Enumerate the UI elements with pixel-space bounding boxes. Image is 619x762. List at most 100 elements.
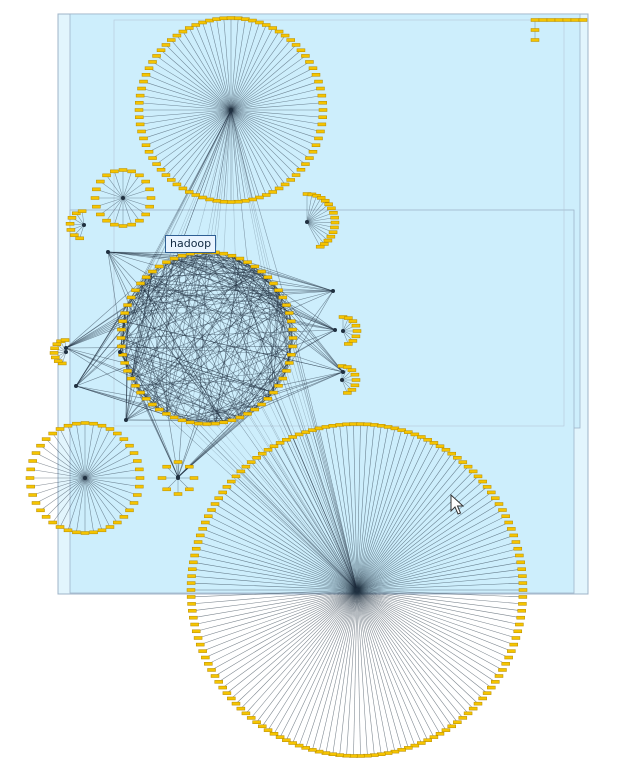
hub-node[interactable] [121,196,125,200]
node-icon[interactable] [308,150,318,154]
node-icon[interactable] [280,182,290,187]
node-icon[interactable] [186,588,196,592]
node-icon[interactable] [117,344,126,349]
node-icon[interactable] [250,264,260,269]
node-icon[interactable] [190,622,199,627]
hub-node[interactable] [74,384,78,388]
node-icon[interactable] [509,533,519,538]
node-icon[interactable] [468,706,478,711]
node-icon[interactable] [478,696,487,701]
node-icon[interactable] [429,441,439,445]
hub-node[interactable] [176,476,180,480]
node-icon[interactable] [516,615,525,620]
hub-node[interactable] [305,220,309,224]
node-icon[interactable] [207,508,216,512]
node-icon[interactable] [131,384,140,388]
node-icon[interactable] [75,236,84,241]
node-icon[interactable] [314,79,323,84]
node-icon[interactable] [233,16,243,21]
node-icon[interactable] [285,311,294,315]
node-icon[interactable] [350,383,360,388]
node-icon[interactable] [189,615,198,620]
node-icon[interactable] [72,421,81,426]
node-icon[interactable] [226,200,236,204]
node-icon[interactable] [214,496,223,500]
node-icon[interactable] [327,206,336,211]
node-icon[interactable] [129,451,139,455]
node-icon[interactable] [351,334,361,339]
node-icon[interactable] [188,609,197,613]
node-icon[interactable] [120,361,129,365]
node-icon[interactable] [578,18,588,22]
node-icon[interactable] [513,629,523,634]
node-icon[interactable] [268,190,278,194]
node-icon[interactable] [212,199,221,203]
node-icon[interactable] [423,738,432,742]
node-icon[interactable] [60,338,70,342]
node-icon[interactable] [518,588,528,592]
node-icon[interactable] [252,720,261,724]
node-icon[interactable] [326,234,336,239]
node-icon[interactable] [123,303,132,307]
node-icon[interactable] [127,169,136,174]
node-icon[interactable] [167,38,176,42]
node-icon[interactable] [316,196,326,200]
node-icon[interactable] [222,485,232,489]
node-icon[interactable] [312,193,321,198]
node-icon[interactable] [173,460,183,464]
node-icon[interactable] [243,412,252,416]
node-icon[interactable] [511,540,521,544]
node-icon[interactable] [148,60,157,64]
node-icon[interactable] [494,674,504,678]
node-icon[interactable] [202,422,212,426]
node-icon[interactable] [288,435,297,439]
node-icon[interactable] [320,198,330,203]
node-icon[interactable] [134,108,144,112]
node-icon[interactable] [133,493,142,497]
node-icon[interactable] [294,743,304,748]
node-icon[interactable] [162,487,171,492]
node-icon[interactable] [329,211,338,215]
node-icon[interactable] [330,220,340,225]
node-icon[interactable] [222,691,232,695]
node-icon[interactable] [118,319,127,323]
node-icon[interactable] [491,680,500,684]
node-icon[interactable] [156,167,166,172]
node-icon[interactable] [167,178,176,182]
node-icon[interactable] [278,295,288,300]
node-icon[interactable] [72,211,81,216]
node-icon[interactable] [287,319,296,323]
node-icon[interactable] [80,421,90,425]
node-icon[interactable] [184,190,194,194]
node-icon[interactable] [49,351,59,355]
node-icon[interactable] [498,508,507,512]
node-icon[interactable] [308,748,317,752]
hub-node[interactable] [124,418,128,422]
node-icon[interactable] [282,369,291,373]
node-icon[interactable] [404,430,413,434]
node-label-hadoop[interactable]: hadoop [165,235,217,253]
node-icon[interactable] [258,724,267,729]
node-icon[interactable] [189,476,199,480]
hub-node[interactable] [331,289,335,293]
node-icon[interactable] [129,501,139,505]
node-icon[interactable] [269,732,279,736]
node-icon[interactable] [226,16,236,20]
node-icon[interactable] [161,173,171,177]
node-icon[interactable] [504,520,513,525]
node-icon[interactable] [410,432,420,437]
node-icon[interactable] [258,451,267,456]
node-icon[interactable] [463,711,473,716]
node-icon[interactable] [417,435,426,439]
node-icon[interactable] [257,269,266,274]
node-icon[interactable] [275,441,285,445]
hub-node[interactable] [229,108,233,112]
node-icon[interactable] [344,342,353,346]
node-icon[interactable] [343,365,352,369]
node-icon[interactable] [507,527,516,531]
node-icon[interactable] [274,186,284,191]
node-icon[interactable] [144,150,154,154]
node-icon[interactable] [511,636,521,640]
node-icon[interactable] [185,464,194,469]
node-icon[interactable] [65,221,75,226]
